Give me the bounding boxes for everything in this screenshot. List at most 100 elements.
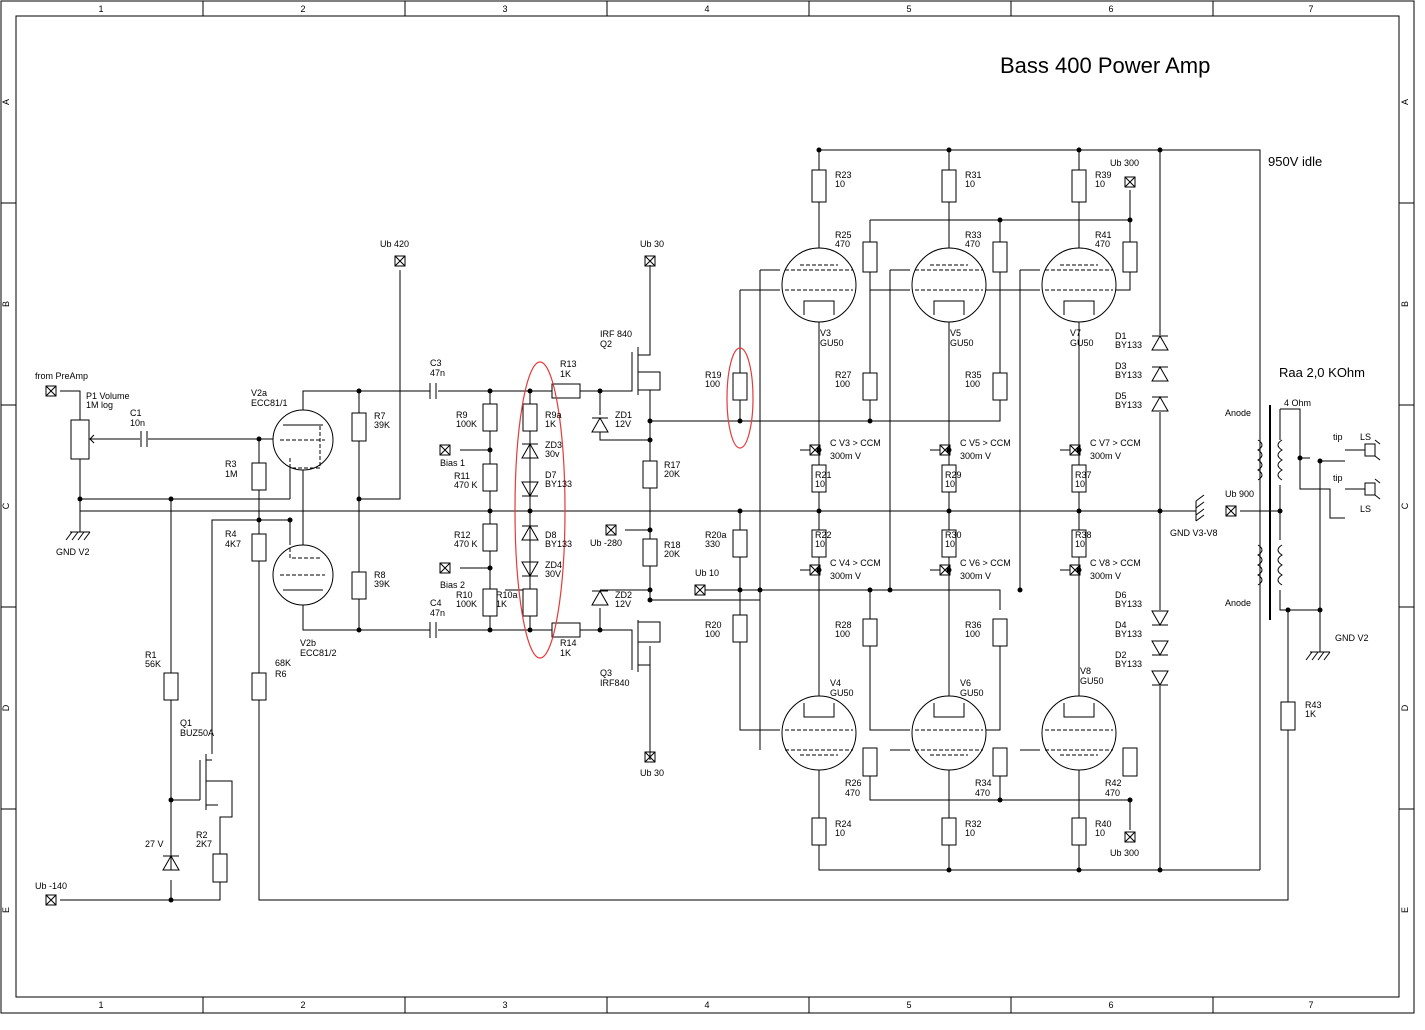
label-r9a: R9a (545, 410, 562, 420)
label-anode-bottom: Anode (1225, 598, 1251, 608)
label-r25-value: 470 (835, 239, 850, 249)
label-ub30-top: Ub 30 (640, 239, 664, 249)
label-ub30-bottom: Ub 30 (640, 768, 664, 778)
label-r2-value: 2K7 (196, 839, 212, 849)
label-v4-type: GU50 (830, 688, 854, 698)
label-r14-value: 1K (560, 648, 571, 658)
terminals (45, 176, 1237, 906)
label-r30-value: 10 (945, 539, 955, 549)
label-r11: R11 (454, 471, 470, 481)
label-ls-2: LS (1360, 504, 1371, 514)
label-cv4: C V4 > CCM (830, 558, 881, 568)
label-r7: R7 (374, 411, 386, 421)
label-r40: R40 (1095, 819, 1112, 829)
label-cv8-value: 300m V (1090, 571, 1121, 581)
label-zd2-value: 12V (615, 599, 631, 609)
frame-col-7-top: 7 (1308, 4, 1313, 14)
diodes (162, 334, 1169, 871)
label-d5: D5 (1115, 391, 1127, 401)
output-transformer (1257, 405, 1381, 620)
label-d3: D3 (1115, 361, 1127, 371)
label-c4-value: 47n (430, 608, 445, 618)
label-r34-value: 470 (975, 788, 990, 798)
label-r37: R37 (1075, 470, 1092, 480)
label-r10a: R10a (496, 590, 518, 600)
frame-col-5-top: 5 (906, 4, 911, 14)
label-cv8: C V8 > CCM (1090, 558, 1141, 568)
label-r34: R34 (975, 778, 992, 788)
label-q3: Q3 (600, 668, 612, 678)
label-gnd-v2-right: GND V2 (1335, 633, 1369, 643)
frame-row-b-left: B (1, 301, 11, 307)
highlight-bias-diodes (514, 361, 566, 659)
frame-row-e-right: E (1400, 907, 1410, 913)
label-r4-value: 4K7 (225, 539, 241, 549)
label-zd2: ZD2 (615, 590, 632, 600)
label-r29: R29 (945, 470, 962, 480)
label-r32: R32 (965, 819, 982, 829)
tube-v8 (1041, 695, 1117, 771)
label-ub300-top: Ub 300 (1110, 158, 1139, 168)
label-r1: R1 (145, 650, 157, 660)
label-cv6-value: 300m V (960, 571, 991, 581)
label-cv7-value: 300m V (1090, 451, 1121, 461)
label-r3-value: 1M (225, 469, 238, 479)
label-zd3: ZD3 (545, 440, 562, 450)
label-4-ohm: 4 Ohm (1284, 398, 1311, 408)
mosfet-q3 (615, 620, 661, 675)
label-r22: R22 (815, 530, 832, 540)
label-r6: R6 (275, 669, 287, 679)
label-r10: R10 (456, 590, 473, 600)
mosfet-q1 (199, 754, 218, 810)
label-q3-type: IRF840 (600, 678, 630, 688)
label-v2a: V2a (251, 388, 267, 398)
frame-col-3-top: 3 (502, 4, 507, 14)
label-v2b-type: ECC81/2 (300, 648, 337, 658)
tube-v6 (911, 695, 987, 771)
tube-v3 (781, 247, 857, 323)
label-ub420: Ub 420 (380, 239, 409, 249)
label-cv5-value: 300m V (960, 451, 991, 461)
frame-col-4-bottom: 4 (704, 1000, 709, 1010)
label-ub-280: Ub -280 (590, 538, 622, 548)
label-r38-value: 10 (1075, 539, 1085, 549)
label-r37-value: 10 (1075, 479, 1085, 489)
frame-col-2-top: 2 (300, 4, 305, 14)
frame-col-6-bottom: 6 (1108, 1000, 1113, 1010)
label-r35: R35 (965, 370, 982, 380)
label-r42: R42 (1105, 778, 1122, 788)
label-r26: R26 (845, 778, 862, 788)
mosfet-q2 (615, 345, 661, 395)
label-gnd-v2: GND V2 (56, 547, 90, 557)
label-r23: R23 (835, 170, 852, 180)
label-r9-value: 100K (456, 419, 477, 429)
label-r28-value: 100 (835, 629, 850, 639)
label-c3-value: 47n (430, 368, 445, 378)
label-zd1: ZD1 (615, 410, 632, 420)
label-r6-value: 68K (275, 658, 291, 668)
frame-row-a-right: A (1400, 99, 1410, 105)
note-950v-idle: 950V idle (1268, 154, 1322, 169)
label-r20: R20 (705, 620, 722, 630)
label-r39-value: 10 (1095, 179, 1105, 189)
label-r30: R30 (945, 530, 962, 540)
label-ub10: Ub 10 (695, 568, 719, 578)
label-cv7: C V7 > CCM (1090, 438, 1141, 448)
label-r29-value: 10 (945, 479, 955, 489)
label-r7-value: 39K (374, 420, 390, 430)
frame-col-2-bottom: 2 (300, 1000, 305, 1010)
ground-symbols (65, 494, 1331, 661)
label-r12-value: 470 K (454, 539, 478, 549)
label-d2: D2 (1115, 650, 1127, 660)
tube-v2a (272, 409, 334, 471)
label-tip-2: tip (1333, 473, 1343, 483)
label-r21-value: 10 (815, 479, 825, 489)
label-r27: R27 (835, 370, 852, 380)
label-r43-value: 1K (1305, 709, 1316, 719)
label-zd4: ZD4 (545, 560, 562, 570)
label-c3: C3 (430, 358, 442, 368)
label-r41: R41 (1095, 230, 1112, 240)
frame-col-1-top: 1 (98, 4, 103, 14)
label-r8-value: 39K (374, 579, 390, 589)
label-r28: R28 (835, 620, 852, 630)
